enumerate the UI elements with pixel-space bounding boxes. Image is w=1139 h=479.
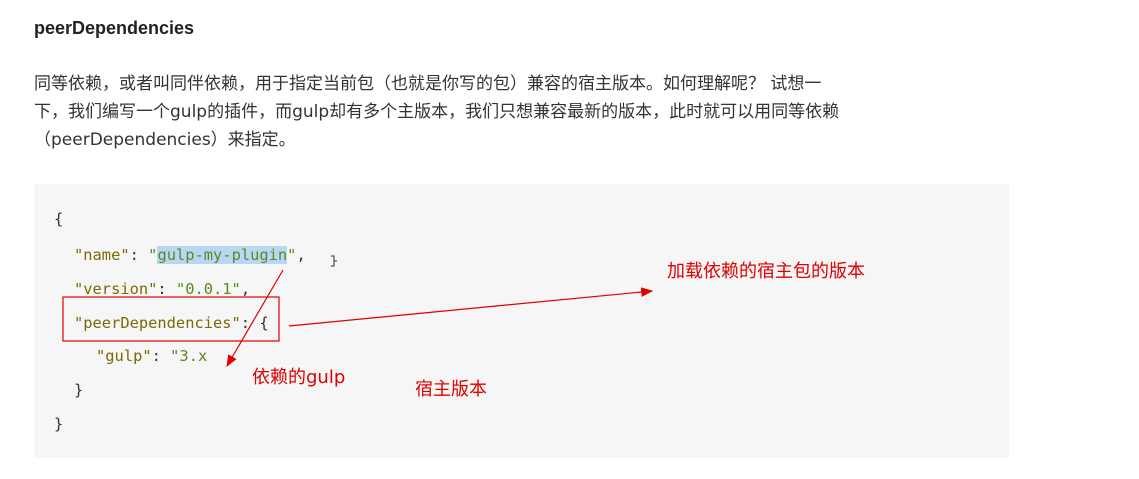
gulp-value: "3.x xyxy=(170,347,208,365)
paragraph-line-1: 同等依赖，或者叫同伴依赖，用于指定当前包（也就是你写的包）兼容的宿主版本。如何理… xyxy=(34,74,822,94)
paragraph-line-2: 下，我们编写一个gulp的插件，而gulp却有多个主版本，我们只想兼容最新的版本… xyxy=(34,102,840,122)
section-heading: peerDependencies xyxy=(34,18,195,38)
name-key: "name" xyxy=(74,246,130,264)
code-inner-close-brace: } xyxy=(74,381,84,399)
code-block[interactable]: { "name": "gulp-my-plugin", "version": "… xyxy=(34,184,1009,458)
peer-colon: : xyxy=(240,314,260,332)
name-value-selected[interactable]: gulp-my-plugin xyxy=(157,246,288,264)
version-value: "0.0.1" xyxy=(175,280,241,298)
description-paragraph: 同等依赖，或者叫同伴依赖，用于指定当前包（也就是你写的包）兼容的宿主版本。如何理… xyxy=(34,70,1009,154)
version-colon: : xyxy=(157,280,176,298)
annotation-dependent-gulp: 依赖的gulp xyxy=(252,367,346,388)
name-comma: , xyxy=(296,246,306,264)
name-colon: : xyxy=(129,246,149,264)
gulp-colon: : xyxy=(151,347,171,365)
code-line-name: "name": "gulp-my-plugin", xyxy=(74,245,306,265)
gulp-key: "gulp" xyxy=(96,347,152,365)
annotation-host-version: 宿主版本 xyxy=(415,379,487,400)
peer-open-brace: { xyxy=(259,314,269,332)
name-value-close: " xyxy=(287,246,297,264)
code-close-brace: } xyxy=(54,415,64,433)
annotation-host-package-version: 加载依赖的宿主包的版本 xyxy=(667,261,865,282)
paragraph-line-3: （peerDependencies）来指定。 xyxy=(34,130,296,150)
code-open-brace: { xyxy=(54,210,64,228)
code-line-version: "version": "0.0.1", xyxy=(74,279,250,299)
code-line-gulp: "gulp": "3.x xyxy=(96,346,207,366)
version-key: "version" xyxy=(74,280,158,298)
code-line-peer: "peerDependencies": { xyxy=(74,313,269,333)
version-comma: , xyxy=(240,280,251,298)
peer-key: "peerDependencies" xyxy=(74,314,241,332)
name-value-open: " xyxy=(148,246,158,264)
